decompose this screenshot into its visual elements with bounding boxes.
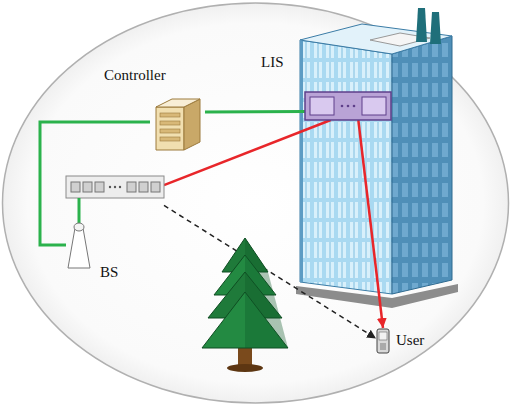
building [296,8,458,308]
base-station: BS [66,176,164,268]
node-label: BS [100,264,118,281]
lis-panel: LIS [305,92,391,120]
control-wire [40,122,150,245]
reflected-link [358,120,383,328]
controller-icon [150,95,205,150]
node-label: Controller [104,67,166,84]
user-phone: User [376,328,390,354]
bs-icon [66,176,164,268]
user-icon [376,328,390,354]
coverage-ellipse [3,3,509,403]
controller-server: Controller [150,95,205,150]
lis-icon [305,92,391,120]
control-wire [205,110,305,113]
tree-illustration [202,238,288,372]
node-label: LIS [261,54,284,71]
node-label: User [396,332,424,349]
